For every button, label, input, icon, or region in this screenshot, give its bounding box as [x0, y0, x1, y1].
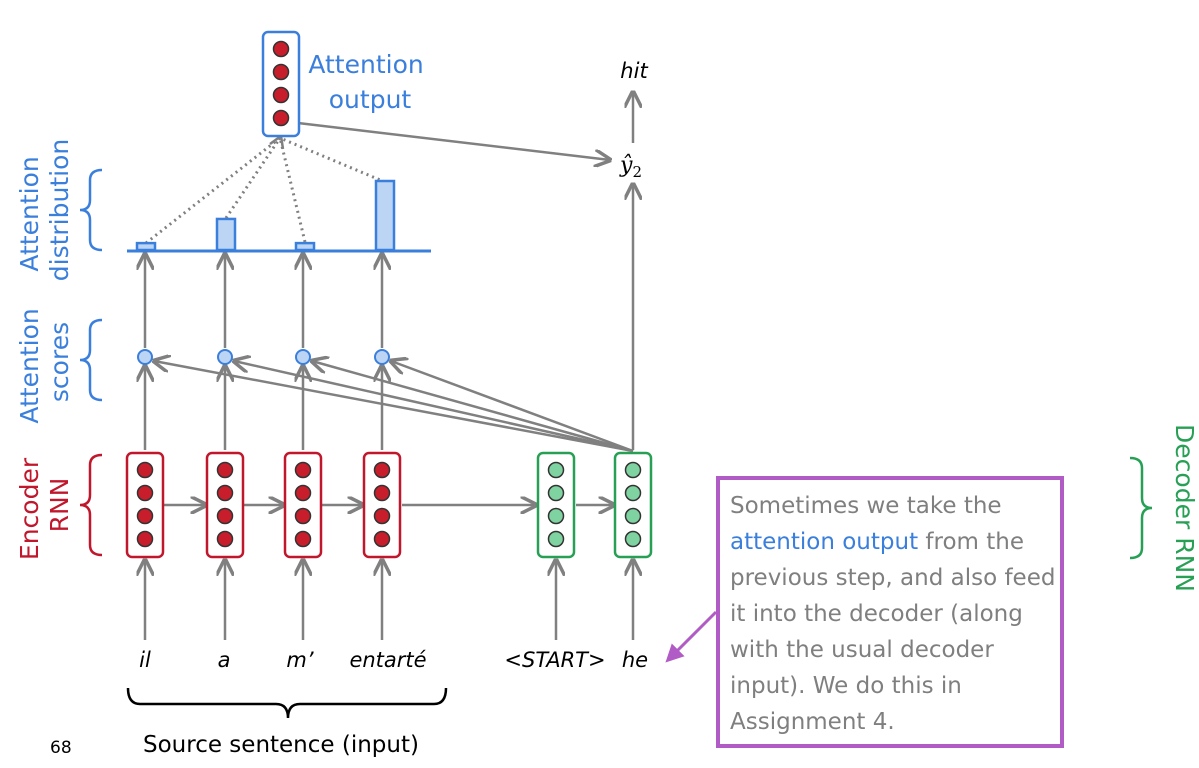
source-word: m’ [286, 648, 313, 672]
neuron [136, 530, 154, 548]
neuron [272, 63, 290, 81]
neuron [216, 484, 234, 502]
encoder-rnn-label: Encoder RNN [15, 450, 74, 560]
neuron [272, 40, 290, 58]
neuron [547, 507, 565, 525]
score-node [295, 349, 311, 365]
attention-bar [135, 241, 157, 252]
source-word: a [218, 648, 231, 672]
decoder-rnn-brace [1129, 456, 1153, 560]
source-sentence-brace [126, 687, 448, 719]
score-node [374, 349, 390, 365]
attention-scores-brace [79, 318, 103, 402]
page-number: 68 [50, 738, 72, 758]
neuron [136, 507, 154, 525]
neuron [624, 484, 642, 502]
encoder-to-score-arrows [145, 366, 382, 450]
source-word: il [139, 648, 151, 672]
encoder-hidden-state [125, 451, 165, 559]
encoder-hidden-state [205, 451, 245, 559]
neuron [294, 461, 312, 479]
attention-distribution-bars [135, 179, 396, 252]
attention-bar [374, 179, 396, 252]
y-hat-label: ŷ2 [619, 153, 642, 181]
neuron [294, 530, 312, 548]
score-to-distribution-arrows [145, 254, 382, 348]
neuron [294, 484, 312, 502]
neuron [373, 507, 391, 525]
neuron [373, 530, 391, 548]
score-node [137, 349, 153, 365]
source-words: il a m’ entarté [139, 648, 426, 672]
decoder-hidden-states [536, 451, 653, 559]
encoder-hidden-states [125, 451, 402, 559]
neuron [216, 507, 234, 525]
encoder-hidden-state [283, 451, 323, 559]
attention-distribution-label: Attention distribution [15, 139, 74, 281]
decoder-to-score-arrows [154, 361, 634, 453]
attention-bar [215, 217, 237, 252]
attention-scores-label: Attention scores [15, 300, 74, 423]
encoder-rnn-brace [79, 453, 103, 557]
neuron [136, 461, 154, 479]
source-word: entarté [349, 648, 426, 672]
neuron [373, 484, 391, 502]
attention-score-nodes [137, 349, 390, 365]
score-node [217, 349, 233, 365]
decoder-word: he [622, 648, 648, 672]
attention-bar [294, 241, 316, 252]
neuron [373, 461, 391, 479]
encoder-hidden-state [362, 451, 402, 559]
neuron [136, 484, 154, 502]
input-arrows [145, 560, 633, 640]
neuron [294, 507, 312, 525]
decoder-hidden-state [613, 451, 653, 559]
neuron [624, 461, 642, 479]
neuron [547, 461, 565, 479]
neuron [272, 86, 290, 104]
neuron [547, 530, 565, 548]
source-sentence-caption: Source sentence (input) [143, 732, 419, 758]
neuron [272, 109, 290, 127]
note-highlight: attention output [730, 529, 919, 555]
decoder-word: <START> [504, 648, 605, 672]
attention-output-label: Attention output [308, 50, 431, 114]
neuron [624, 530, 642, 548]
attention-output-vector [261, 30, 301, 138]
attention-output-cell [261, 30, 301, 138]
attention-output-to-yhat-arrow [297, 121, 610, 160]
output-word-hit: hit [620, 59, 648, 83]
note-pointer-arrow [665, 610, 718, 663]
neuron [216, 461, 234, 479]
neuron [216, 530, 234, 548]
neuron [624, 507, 642, 525]
decoder-hidden-state [536, 451, 576, 559]
note-box: Sometimes we take the attention output f… [716, 476, 1064, 748]
attention-distribution-brace [79, 168, 103, 252]
neuron [547, 484, 565, 502]
weighted-sum-dotted-lines [145, 136, 386, 245]
decoder-rnn-label: Decoder RNN [1170, 424, 1199, 592]
decoder-words: <START> he [504, 648, 648, 672]
